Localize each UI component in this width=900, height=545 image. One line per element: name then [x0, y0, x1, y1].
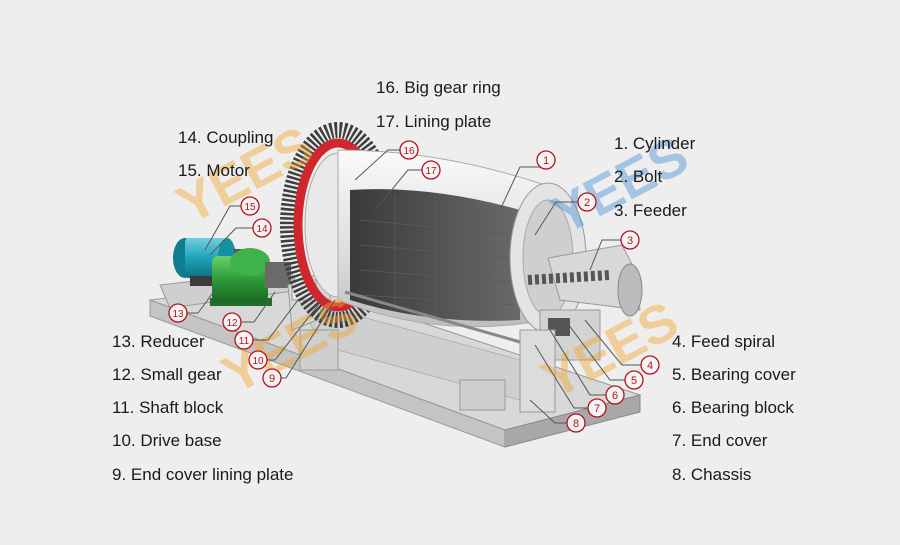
label-cylinder: 1. Cylinder: [614, 134, 696, 153]
svg-text:13: 13: [172, 309, 184, 320]
svg-text:6: 6: [612, 390, 618, 402]
svg-text:17: 17: [425, 166, 437, 177]
callout-3: 3: [620, 230, 640, 250]
svg-text:11: 11: [239, 336, 250, 347]
svg-text:3: 3: [627, 235, 633, 247]
callout-13: 13: [168, 303, 188, 323]
bearing-block: [539, 309, 601, 361]
callout-7: 7: [587, 398, 607, 418]
callout-5: 5: [624, 370, 644, 390]
label-bearing-block: 6. Bearing block: [672, 398, 794, 417]
callout-1: 1: [536, 150, 556, 170]
label-feed-spiral: 4. Feed spiral: [672, 332, 775, 351]
svg-text:2: 2: [584, 197, 590, 209]
callouts: 1 2 3 4 5 6 7 8 9 10 11 12 13 14 15 16 1…: [168, 140, 660, 433]
svg-text:15: 15: [244, 202, 256, 213]
label-end-cover-lining-plate: 9. End cover lining plate: [112, 465, 294, 484]
callout-17: 17: [421, 160, 441, 180]
label-shaft-block: 11. Shaft block: [112, 398, 224, 417]
label-coupling: 14. Coupling: [178, 128, 274, 147]
cylinder: [337, 149, 546, 344]
svg-text:1: 1: [543, 155, 549, 167]
label-drive-base: 10. Drive base: [112, 431, 222, 450]
callout-15: 15: [240, 196, 260, 216]
label-end-cover: 7. End cover: [672, 431, 768, 450]
label-bearing-cover: 5. Bearing cover: [672, 365, 796, 384]
svg-text:7: 7: [594, 403, 600, 415]
label-motor: 15. Motor: [178, 161, 250, 180]
callout-16: 16: [399, 140, 419, 160]
label-small-gear: 12. Small gear: [112, 365, 222, 384]
svg-text:14: 14: [256, 224, 268, 235]
callout-8: 8: [566, 413, 586, 433]
label-big-gear-ring: 16. Big gear ring: [376, 78, 501, 97]
callout-14: 14: [252, 218, 272, 238]
end-support: [519, 329, 556, 413]
svg-text:10: 10: [252, 356, 264, 367]
svg-text:9: 9: [269, 373, 275, 385]
callout-12: 12: [222, 312, 242, 332]
label-reducer: 13. Reducer: [112, 332, 205, 351]
label-feeder: 3. Feeder: [614, 201, 687, 220]
reducer: [210, 248, 272, 306]
callout-2: 2: [577, 192, 597, 212]
svg-text:12: 12: [226, 318, 238, 329]
callout-10: 10: [248, 350, 268, 370]
callout-6: 6: [605, 385, 625, 405]
callout-11: 11: [234, 330, 254, 350]
end-cover: [509, 182, 643, 334]
svg-text:5: 5: [631, 375, 637, 387]
svg-text:4: 4: [647, 360, 653, 372]
svg-text:16: 16: [403, 146, 415, 157]
callout-9: 9: [262, 368, 282, 388]
callout-4: 4: [640, 355, 660, 375]
label-lining-plate: 17. Lining plate: [376, 112, 492, 131]
label-bolt: 2. Bolt: [614, 167, 663, 186]
svg-text:8: 8: [573, 418, 579, 430]
label-chassis: 8. Chassis: [672, 465, 752, 484]
